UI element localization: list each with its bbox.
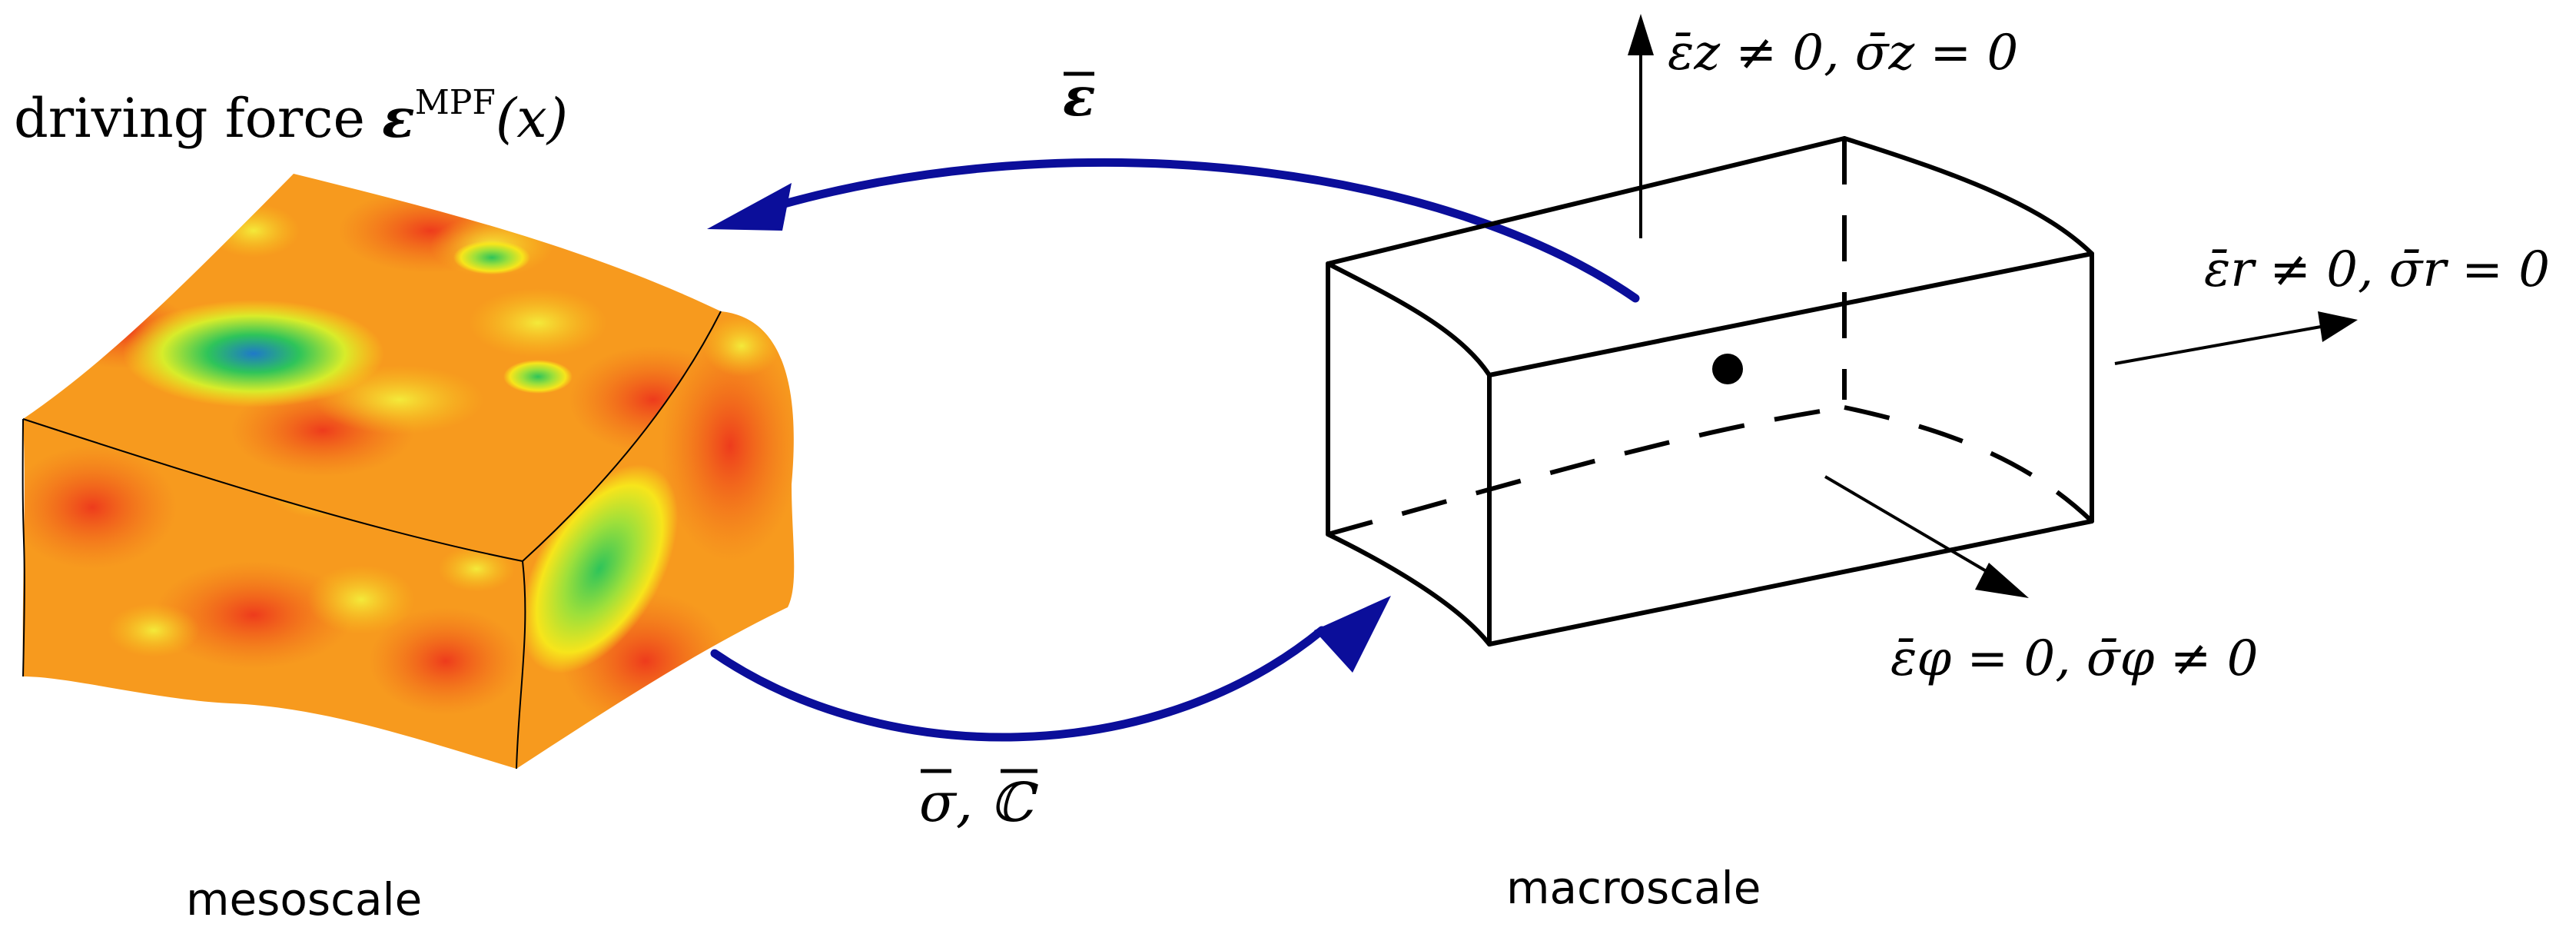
svg-text:σ, ℂ: σ, ℂ [919,771,1038,834]
macroscale-label: macroscale [1506,862,1761,914]
coupling-arrow-bottom [710,596,1391,742]
mesoscale-block [22,174,795,769]
eps-bar-top-label: ε [1063,65,1096,128]
arrow-r [2114,311,2358,365]
r-condition-label: ε̄r ≠ 0, σ̄r = 0 [2204,241,2550,298]
edge-bottom-arc-left [1326,532,1492,646]
sigma-C-label: σ, ℂ [919,769,1038,834]
arrow-z [1628,14,1654,238]
edge-bottom-front [1487,519,2094,646]
arrow-phi [1824,475,2029,598]
edge-top-back [1326,136,1847,266]
z-condition-label: ε̄z ≠ 0, σ̄z = 0 [1668,25,2018,81]
edge-top-front [1487,251,2094,377]
mesoscale-label: mesoscale [186,873,422,926]
hidden-edge-bottom-back [1327,405,1845,537]
coupling-arrow-top [707,158,1640,303]
edge-top-arc-back [1842,136,2094,256]
phi-condition-label: ε̄φ = 0, σ̄φ ≠ 0 [1891,630,2258,687]
edge-top-arc-left [1326,261,1492,377]
svg-text:ε: ε [1063,65,1096,128]
material-point [1712,354,1743,384]
hidden-edge-bottom-arc [1844,405,2094,524]
driving-force-label: driving force εMPF(x) [14,83,568,150]
macroscale-block [1326,136,2094,646]
